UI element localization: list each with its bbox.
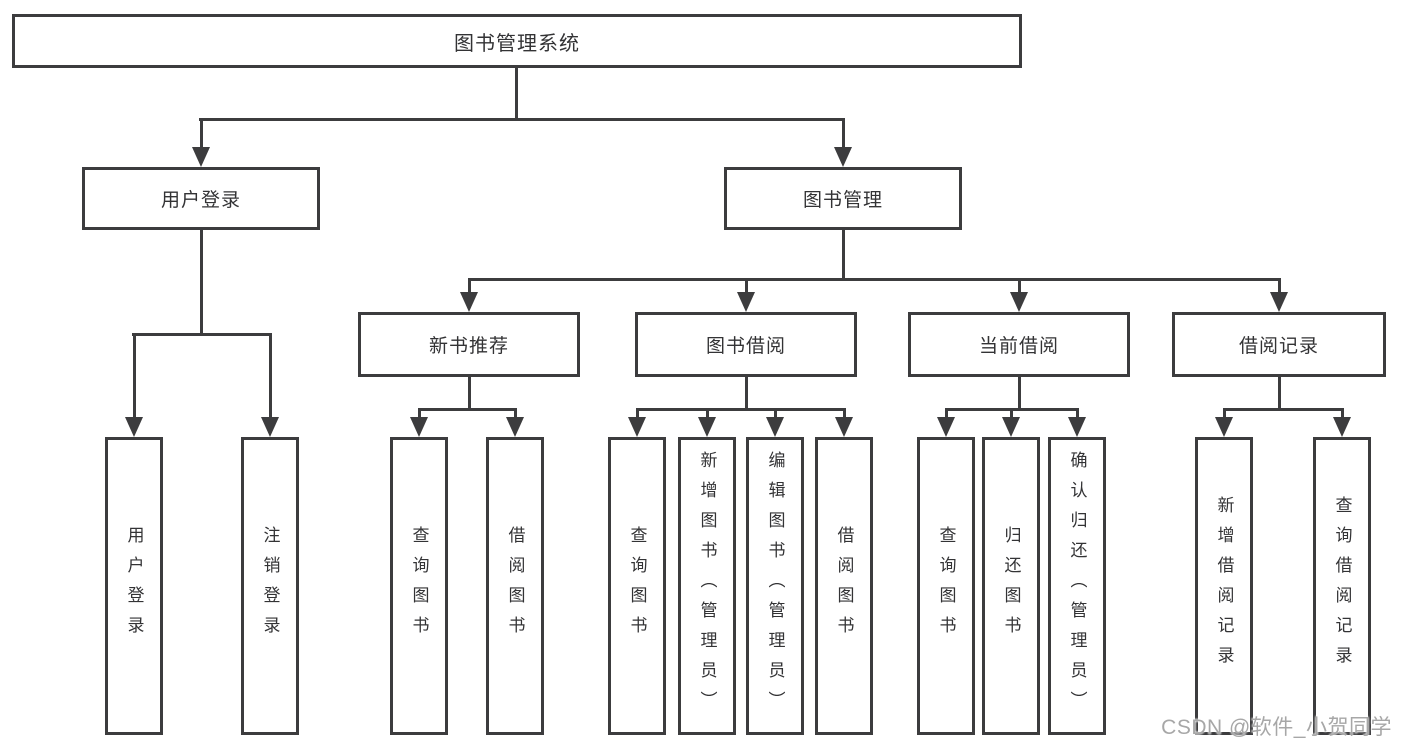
edge-stem-newbook — [468, 278, 471, 294]
leaf-user-login: 用户登录 — [105, 437, 163, 735]
edge-stem-leaf — [1010, 408, 1013, 420]
arrowhead-down-icon — [835, 417, 853, 437]
arrowhead-down-icon — [1002, 417, 1020, 437]
node-current-borrowing: 当前借阅 — [908, 312, 1130, 377]
edge-userlogin-rail — [132, 333, 272, 336]
leaf-label: 确认归还（管理员） — [1067, 451, 1087, 721]
node-label: 借阅记录 — [1238, 336, 1319, 357]
edge-groupA-rail — [418, 408, 517, 411]
arrowhead-down-icon — [506, 417, 524, 437]
csdn-watermark: CSDN @软件_小贺同学 — [1161, 716, 1392, 739]
edge-userlogin-drop — [200, 230, 203, 333]
leaf-label: 查询图书 — [627, 526, 647, 646]
leaf-edit-books-admin: 编辑图书（管理员） — [746, 437, 804, 735]
leaf-confirm-return-admin: 确认归还（管理员） — [1048, 437, 1106, 735]
edge-stem-leaf — [843, 408, 846, 420]
edge-stem-leaf — [1223, 408, 1226, 420]
edge-stem-borrowrecords — [1278, 278, 1281, 294]
edge-stem-leaf — [636, 408, 639, 420]
leaf-label: 归还图书 — [1001, 526, 1021, 646]
node-label: 图书管理系统 — [454, 32, 580, 55]
edge-stem-book-mgmt — [842, 118, 845, 150]
arrowhead-down-icon — [698, 417, 716, 437]
arrowhead-down-icon — [261, 417, 279, 437]
node-label: 新书推荐 — [428, 336, 509, 357]
leaf-label: 查询图书 — [409, 526, 429, 646]
leaf-label: 查询图书 — [936, 526, 956, 646]
node-label: 用户登录 — [160, 190, 241, 211]
arrowhead-down-icon — [1068, 417, 1086, 437]
node-library-management-system: 图书管理系统 — [12, 14, 1022, 68]
edge-stem-leaf — [1341, 408, 1344, 420]
leaf-return-books: 归还图书 — [982, 437, 1040, 735]
arrowhead-down-icon — [125, 417, 143, 437]
edge-stem-leaf — [706, 408, 709, 420]
edge-groupD-rail — [1223, 408, 1343, 411]
arrowhead-down-icon — [192, 147, 210, 167]
leaf-logout: 注销登录 — [241, 437, 299, 735]
leaf-query-books-borrow: 查询图书 — [608, 437, 666, 735]
edge-level3-rail — [468, 278, 1281, 281]
arrowhead-down-icon — [1333, 417, 1351, 437]
edge-bookmgmt-drop — [842, 230, 845, 278]
leaf-label: 用户登录 — [124, 526, 144, 646]
edge-stem-leaf — [514, 408, 517, 420]
node-label: 图书借阅 — [705, 336, 786, 357]
edge-stem-bookborrow — [745, 278, 748, 294]
leaf-label: 编辑图书（管理员） — [765, 451, 785, 721]
edge-groupD-drop — [1278, 377, 1281, 408]
edge-stem-leaf — [774, 408, 777, 420]
arrowhead-down-icon — [460, 292, 478, 312]
arrowhead-down-icon — [834, 147, 852, 167]
leaf-add-books-admin: 新增图书（管理员） — [678, 437, 736, 735]
arrowhead-down-icon — [1215, 417, 1233, 437]
leaf-borrow-books-recommend: 借阅图书 — [486, 437, 544, 735]
arrowhead-down-icon — [766, 417, 784, 437]
arrowhead-down-icon — [410, 417, 428, 437]
node-user-login: 用户登录 — [82, 167, 320, 230]
edge-stem-leaf — [1076, 408, 1079, 420]
leaf-label: 注销登录 — [260, 526, 280, 646]
edge-stem-user-login — [200, 118, 203, 150]
leaf-label: 查询借阅记录 — [1332, 496, 1352, 676]
arrowhead-down-icon — [937, 417, 955, 437]
leaf-label: 新增图书（管理员） — [697, 451, 717, 721]
edge-stem-leaf — [418, 408, 421, 420]
node-new-book-recommendation: 新书推荐 — [358, 312, 580, 377]
edge-stem-currentborrow — [1018, 278, 1021, 294]
leaf-label: 新增借阅记录 — [1214, 496, 1234, 676]
node-label: 当前借阅 — [978, 336, 1059, 357]
leaf-query-borrow-record: 查询借阅记录 — [1313, 437, 1371, 735]
leaf-borrow-books: 借阅图书 — [815, 437, 873, 735]
leaf-label: 借阅图书 — [505, 526, 525, 646]
leaf-query-books-recommend: 查询图书 — [390, 437, 448, 735]
node-book-borrowing: 图书借阅 — [635, 312, 857, 377]
leaf-query-books-current: 查询图书 — [917, 437, 975, 735]
node-label: 图书管理 — [802, 190, 883, 211]
edge-groupB-drop — [745, 377, 748, 408]
arrowhead-down-icon — [1270, 292, 1288, 312]
edge-groupB-rail — [636, 408, 845, 411]
arrowhead-down-icon — [737, 292, 755, 312]
edge-stem-leaf — [269, 333, 272, 419]
edge-groupA-drop — [468, 377, 471, 408]
edge-stem-leaf — [945, 408, 948, 420]
leaf-add-borrow-record: 新增借阅记录 — [1195, 437, 1253, 735]
arrowhead-down-icon — [628, 417, 646, 437]
edge-groupC-drop — [1018, 377, 1021, 408]
edge-root-drop — [515, 68, 518, 118]
edge-stem-leaf — [133, 333, 136, 419]
node-book-management: 图书管理 — [724, 167, 962, 230]
node-borrowing-records: 借阅记录 — [1172, 312, 1386, 377]
arrowhead-down-icon — [1010, 292, 1028, 312]
edge-level1-rail — [199, 118, 845, 121]
leaf-label: 借阅图书 — [834, 526, 854, 646]
